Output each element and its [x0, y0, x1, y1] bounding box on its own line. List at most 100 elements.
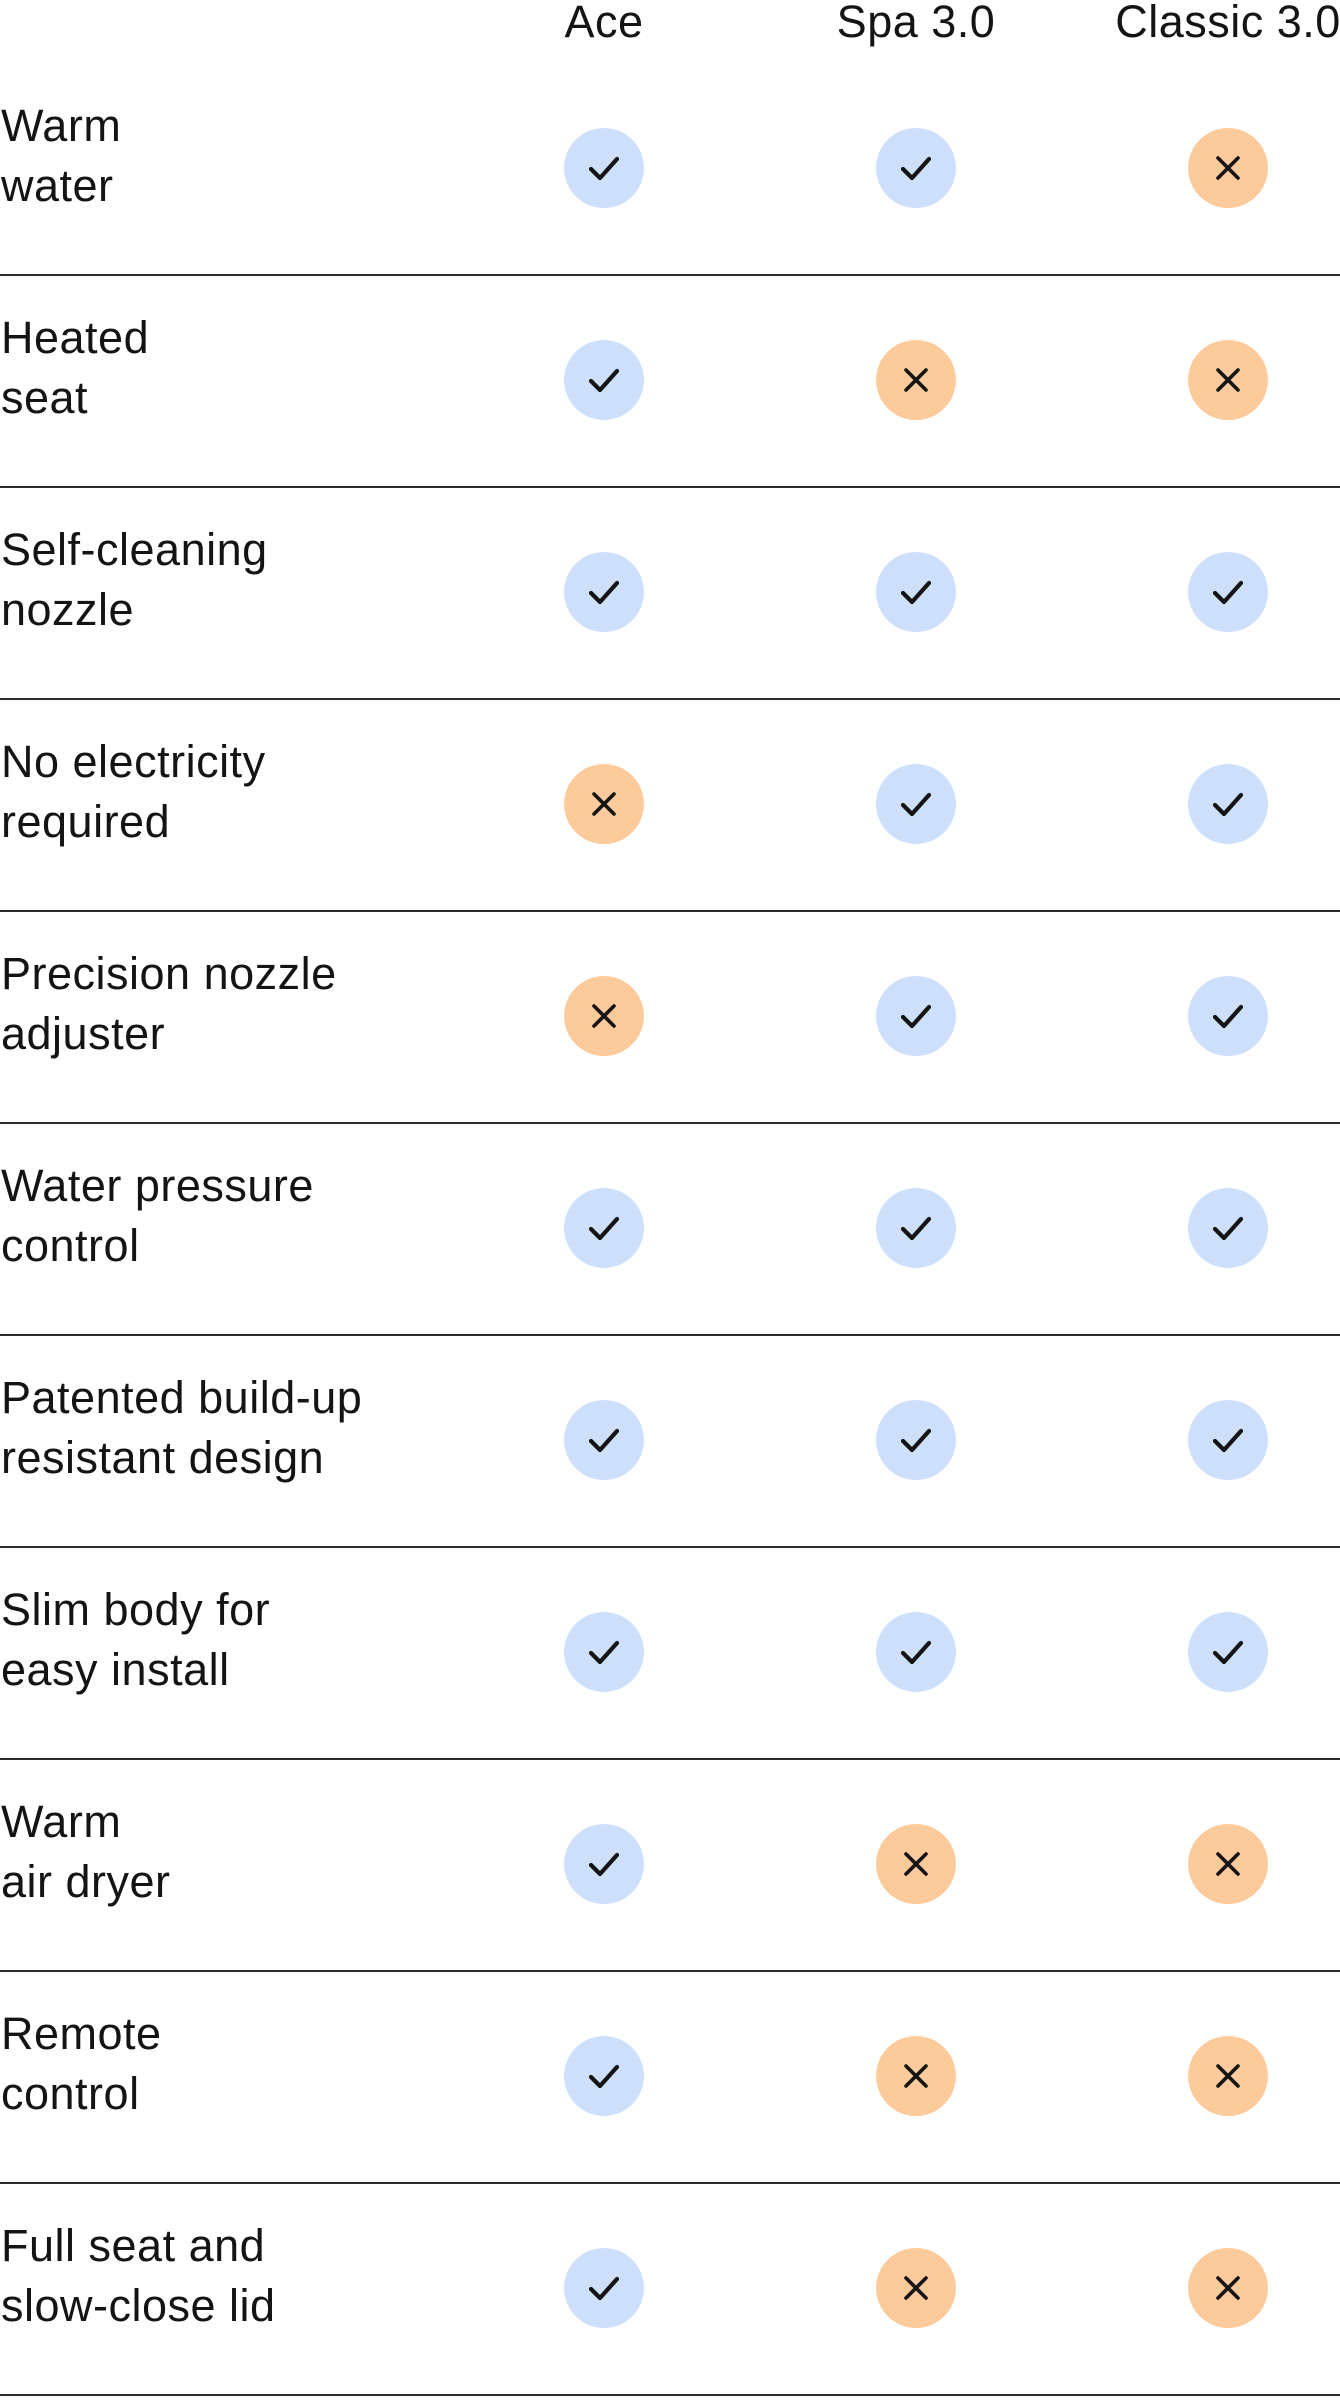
- check-icon: [588, 1640, 620, 1665]
- column-header-classic: Classic 3.0: [1115, 0, 1340, 47]
- cross-icon-classic: [1188, 1824, 1268, 1904]
- feature-label-line: Precision nozzle: [1, 948, 337, 999]
- check-icon-classic: [1188, 1400, 1268, 1480]
- column-header-ace: Ace: [564, 0, 644, 47]
- check-icon-classic: [1188, 1612, 1268, 1692]
- check-icon: [1212, 580, 1244, 605]
- feature-label-line: Water pressure: [1, 1160, 314, 1211]
- cross-icon-classic: [1188, 2036, 1268, 2116]
- check-icon: [588, 580, 620, 605]
- cross-icon-classic: [1188, 2248, 1268, 2328]
- check-icon: [900, 156, 932, 181]
- check-icon: [900, 580, 932, 605]
- cross-icon-spa: [876, 1824, 956, 1904]
- feature-label-line: resistant design: [1, 1432, 325, 1483]
- feature-label-line: Remote: [1, 2008, 162, 2059]
- check-icon-spa: [876, 552, 956, 632]
- cross-icon-ace: [564, 764, 644, 844]
- feature-label: Water pressure control: [1, 1156, 481, 1276]
- check-icon-ace: [564, 128, 644, 208]
- cross-icon: [1216, 2064, 1240, 2088]
- feature-label-line: Patented build-up: [1, 1372, 363, 1423]
- feature-label: Warm water: [1, 96, 481, 216]
- check-icon-ace: [564, 2036, 644, 2116]
- check-icon: [900, 1428, 932, 1453]
- cross-icon-spa: [876, 2036, 956, 2116]
- cross-icon-spa: [876, 340, 956, 420]
- cross-icon: [904, 2064, 928, 2088]
- table-row: Precision nozzle adjuster: [0, 912, 1340, 1124]
- table-row: Heated seat: [0, 276, 1340, 488]
- feature-label-line: air dryer: [1, 1856, 171, 1907]
- feature-label-line: seat: [1, 372, 89, 423]
- table-row: Self-cleaning nozzle: [0, 488, 1340, 700]
- cross-icon: [1216, 2276, 1240, 2300]
- cross-icon: [904, 2276, 928, 2300]
- check-icon-spa: [876, 764, 956, 844]
- feature-label: Full seat and slow-close lid: [1, 2216, 481, 2336]
- feature-label-line: Full seat and: [1, 2220, 266, 2271]
- feature-label: Remote control: [1, 2004, 481, 2124]
- feature-label-line: Self-cleaning: [1, 524, 268, 575]
- check-icon: [900, 1640, 932, 1665]
- check-icon-ace: [564, 340, 644, 420]
- feature-label-line: Warm: [1, 100, 122, 151]
- cross-icon-classic: [1188, 340, 1268, 420]
- table-row: Warm water: [0, 64, 1340, 276]
- check-icon-spa: [876, 1612, 956, 1692]
- check-icon: [588, 368, 620, 393]
- cross-icon: [1216, 1852, 1240, 1876]
- feature-label: Patented build-up resistant design: [1, 1368, 481, 1488]
- check-icon: [1212, 1004, 1244, 1029]
- check-icon-spa: [876, 976, 956, 1056]
- check-icon: [588, 1216, 620, 1241]
- check-icon: [900, 1004, 932, 1029]
- table-row: Slim body for easy install: [0, 1548, 1340, 1760]
- cross-icon-ace: [564, 976, 644, 1056]
- table-row: Full seat and slow-close lid: [0, 2184, 1340, 2396]
- feature-label-line: easy install: [1, 1644, 230, 1695]
- check-icon-spa: [876, 1188, 956, 1268]
- check-icon: [900, 1216, 932, 1241]
- feature-label-line: control: [1, 2068, 140, 2119]
- cross-icon: [592, 1004, 616, 1028]
- feature-label: Heated seat: [1, 308, 481, 428]
- check-icon-ace: [564, 552, 644, 632]
- feature-label-line: slow-close lid: [1, 2280, 276, 2331]
- check-icon-classic: [1188, 552, 1268, 632]
- cross-icon-spa: [876, 2248, 956, 2328]
- table-header: Ace Spa 3.0 Classic 3.0: [0, 0, 1340, 64]
- check-icon-spa: [876, 1400, 956, 1480]
- check-icon-spa: [876, 128, 956, 208]
- check-icon-ace: [564, 1612, 644, 1692]
- feature-label-line: Slim body for: [1, 1584, 271, 1635]
- feature-label-line: nozzle: [1, 584, 135, 635]
- feature-label-line: water: [1, 160, 114, 211]
- check-icon-ace: [564, 1824, 644, 1904]
- feature-label: Slim body for easy install: [1, 1580, 481, 1700]
- check-icon: [588, 2064, 620, 2089]
- check-icon-classic: [1188, 976, 1268, 1056]
- check-icon: [1212, 1216, 1244, 1241]
- feature-label-line: Heated: [1, 312, 150, 363]
- feature-label: Precision nozzle adjuster: [1, 944, 481, 1064]
- check-icon: [1212, 1640, 1244, 1665]
- feature-label-line: adjuster: [1, 1008, 166, 1059]
- check-icon-classic: [1188, 1188, 1268, 1268]
- check-icon-classic: [1188, 764, 1268, 844]
- check-icon: [588, 1852, 620, 1877]
- cross-icon: [904, 1852, 928, 1876]
- cross-icon: [904, 368, 928, 392]
- table-row: Water pressure control: [0, 1124, 1340, 1336]
- feature-label-line: control: [1, 1220, 140, 1271]
- table-row: Remote control: [0, 1972, 1340, 2184]
- check-icon: [588, 1428, 620, 1453]
- cross-icon-classic: [1188, 128, 1268, 208]
- check-icon: [588, 156, 620, 181]
